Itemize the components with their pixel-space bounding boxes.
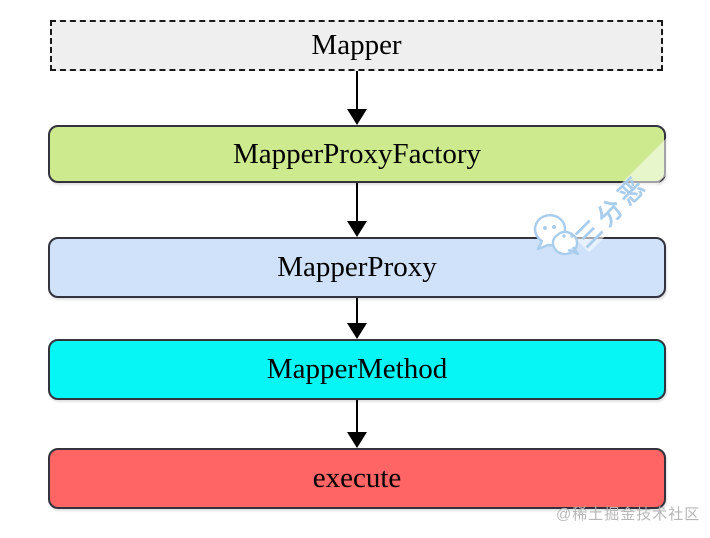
node-mapper-proxy-factory-label: MapperProxyFactory [232,137,482,170]
arrow-method-to-execute [347,400,367,448]
arrow-factory-to-proxy [347,183,367,237]
node-mapper-method: MapperMethod [48,339,666,400]
node-mapper-method-label: MapperMethod [266,353,448,385]
arrow-shaft [356,71,358,109]
node-mapper: Mapper [50,20,663,71]
arrow-head-icon [347,109,367,125]
community-watermark: @稀土掘金技术社区 [556,506,701,523]
arrow-mapper-to-factory [347,71,367,125]
arrow-head-icon [347,432,367,448]
arrow-proxy-to-method [347,298,367,339]
arrow-shaft [356,298,358,323]
arrow-shaft [356,183,358,221]
node-mapper-proxy-factory: MapperProxyFactory [48,125,666,183]
arrow-shaft [356,400,358,432]
node-execute: execute [48,448,666,509]
wechat-icon [533,213,580,256]
node-mapper-label: Mapper [311,29,402,61]
arrow-head-icon [347,323,367,339]
node-mapper-proxy-label: MapperProxy [277,251,437,283]
arrow-head-icon [347,221,367,237]
node-execute-label: execute [312,462,402,494]
